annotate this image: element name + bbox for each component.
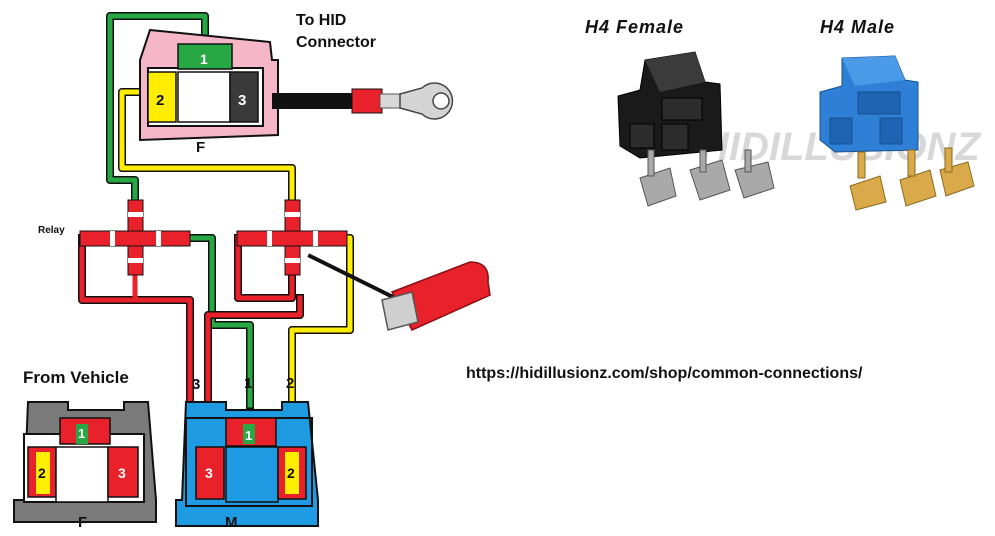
relay-label: Relay [38, 225, 65, 236]
vehicle-female-connector: 1 2 3 F [13, 401, 157, 531]
to-hid-label-line2: Connector [296, 34, 376, 51]
to-hid-label-line1: To HID [296, 12, 346, 29]
from-vehicle-label: From Vehicle [23, 368, 129, 387]
hid-pin3-label: 3 [238, 92, 246, 109]
vehicle-male-connector: 1 3 2 M [175, 401, 319, 531]
red-wire-right-loop [234, 234, 296, 302]
wire-number-2: 2 [286, 375, 294, 392]
vm-pin2-label: 2 [287, 465, 295, 481]
vf-pin2-label: 2 [38, 465, 46, 481]
h4-male-connector [819, 55, 975, 211]
ground-wire [307, 253, 398, 301]
hid-connector: 1 2 3 F [139, 28, 279, 156]
hid-gender-label: F [196, 139, 205, 156]
h4-female-title: H4 Female [585, 17, 684, 37]
vm-gender-label: M [225, 514, 238, 531]
vf-gender-label: F [78, 514, 87, 531]
h4-female-connector [617, 51, 775, 207]
source-url: https://hidillusionz.com/shop/common-con… [466, 365, 863, 382]
wire-number-3: 3 [192, 376, 200, 393]
spade-terminal [381, 261, 491, 331]
vm-pin1-label: 1 [245, 428, 252, 443]
vf-pin3-label: 3 [118, 465, 126, 481]
vm-pin3-label: 3 [205, 465, 213, 481]
h4-male-title: H4 Male [820, 17, 895, 37]
vf-pin1-label: 1 [78, 426, 85, 441]
relay-right [236, 199, 348, 276]
hid-pin2-label: 2 [156, 92, 164, 109]
wires [78, 12, 398, 409]
wire-number-1: 1 [244, 375, 252, 392]
ring-terminal [272, 82, 454, 120]
hid-pin1-label: 1 [200, 51, 208, 67]
relay-left [79, 199, 191, 276]
